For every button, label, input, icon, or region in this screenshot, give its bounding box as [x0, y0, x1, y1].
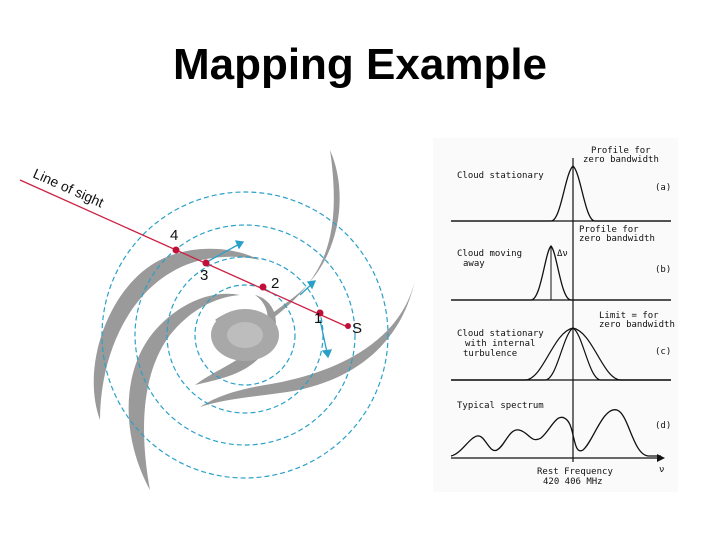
point-4 — [172, 246, 180, 254]
panel-a-tag: (a) — [655, 183, 671, 193]
panel-a-label: Cloud stationary — [457, 171, 544, 181]
line-of-sight-label: Line of sight — [31, 165, 107, 210]
point-2 — [259, 283, 267, 291]
profile-panel-b: Cloud moving away Profile for zero bandw… — [451, 225, 671, 301]
spiral-arms — [93, 147, 415, 490]
panel-b-label-1: Cloud moving — [457, 249, 522, 259]
spiral-arm — [282, 147, 302, 200]
spiral-arm — [248, 150, 340, 340]
panel-c-annotation-1: Limit = for — [599, 311, 659, 321]
spiral-arm — [195, 295, 276, 385]
profile-panel-a: Cloud stationary Profile for zero bandwi… — [451, 146, 671, 222]
point-3 — [202, 259, 210, 267]
spiral-arm — [93, 248, 260, 420]
galaxy-line-of-sight-diagram: Line of sight 4 3 2 1 S — [19, 147, 415, 490]
slide-title: Mapping Example — [172, 40, 548, 89]
point-1 — [316, 309, 324, 317]
spectra-panel: Cloud stationary Profile for zero bandwi… — [433, 138, 678, 492]
orbit-circle — [134, 224, 356, 446]
typical-spectrum-curve — [450, 409, 661, 457]
spiral-arm — [128, 293, 240, 490]
panel-a-annotation-2: zero bandwidth — [583, 155, 659, 165]
panel-c-label-3: turbulence — [463, 349, 517, 359]
panel-c-annotation-2: zero bandwidth — [599, 320, 675, 330]
sun-point — [345, 323, 351, 329]
frequency-axis-label: ν — [659, 465, 664, 475]
profile-curve-broad — [451, 327, 671, 381]
panel-a-annotation-1: Profile for — [591, 146, 651, 156]
line-of-sight — [19, 179, 351, 329]
panel-b-label-2: away — [463, 259, 485, 269]
panel-b-annotation-1: Profile for — [579, 225, 639, 235]
profile-curve — [451, 165, 671, 222]
orbit-circle — [101, 191, 389, 479]
point-label-4: 4 — [170, 227, 178, 244]
panel-d-label: Typical spectrum — [457, 401, 544, 411]
velocity-arrows — [204, 240, 333, 359]
panel-b-tag: (b) — [655, 265, 671, 275]
profile-panel-d: Typical spectrum (d) ν — [450, 401, 671, 475]
panel-d-tag: (d) — [655, 421, 671, 431]
orbit-circle — [194, 284, 296, 386]
panel-c-label-1: Cloud stationary — [457, 329, 544, 339]
rest-frequency-label-1: Rest Frequency — [537, 467, 613, 477]
line-of-sight-points — [172, 246, 351, 329]
rest-frequency-label-2: 420 406 MHz — [543, 477, 603, 487]
hydrogen-line-profiles: Cloud stationary Profile for zero bandwi… — [450, 146, 675, 487]
panel-b-annotation-2: zero bandwidth — [579, 234, 655, 244]
point-label-3: 3 — [200, 267, 208, 284]
panel-b-delta: Δν — [557, 249, 568, 259]
profile-panel-c: Cloud stationary with internal turbulenc… — [451, 311, 675, 381]
panel-c-tag: (c) — [655, 347, 671, 357]
panel-c-label-2: with internal — [465, 339, 535, 349]
sun-label: S — [352, 320, 362, 337]
point-label-1: 1 — [314, 310, 322, 327]
point-label-2: 2 — [271, 275, 279, 292]
